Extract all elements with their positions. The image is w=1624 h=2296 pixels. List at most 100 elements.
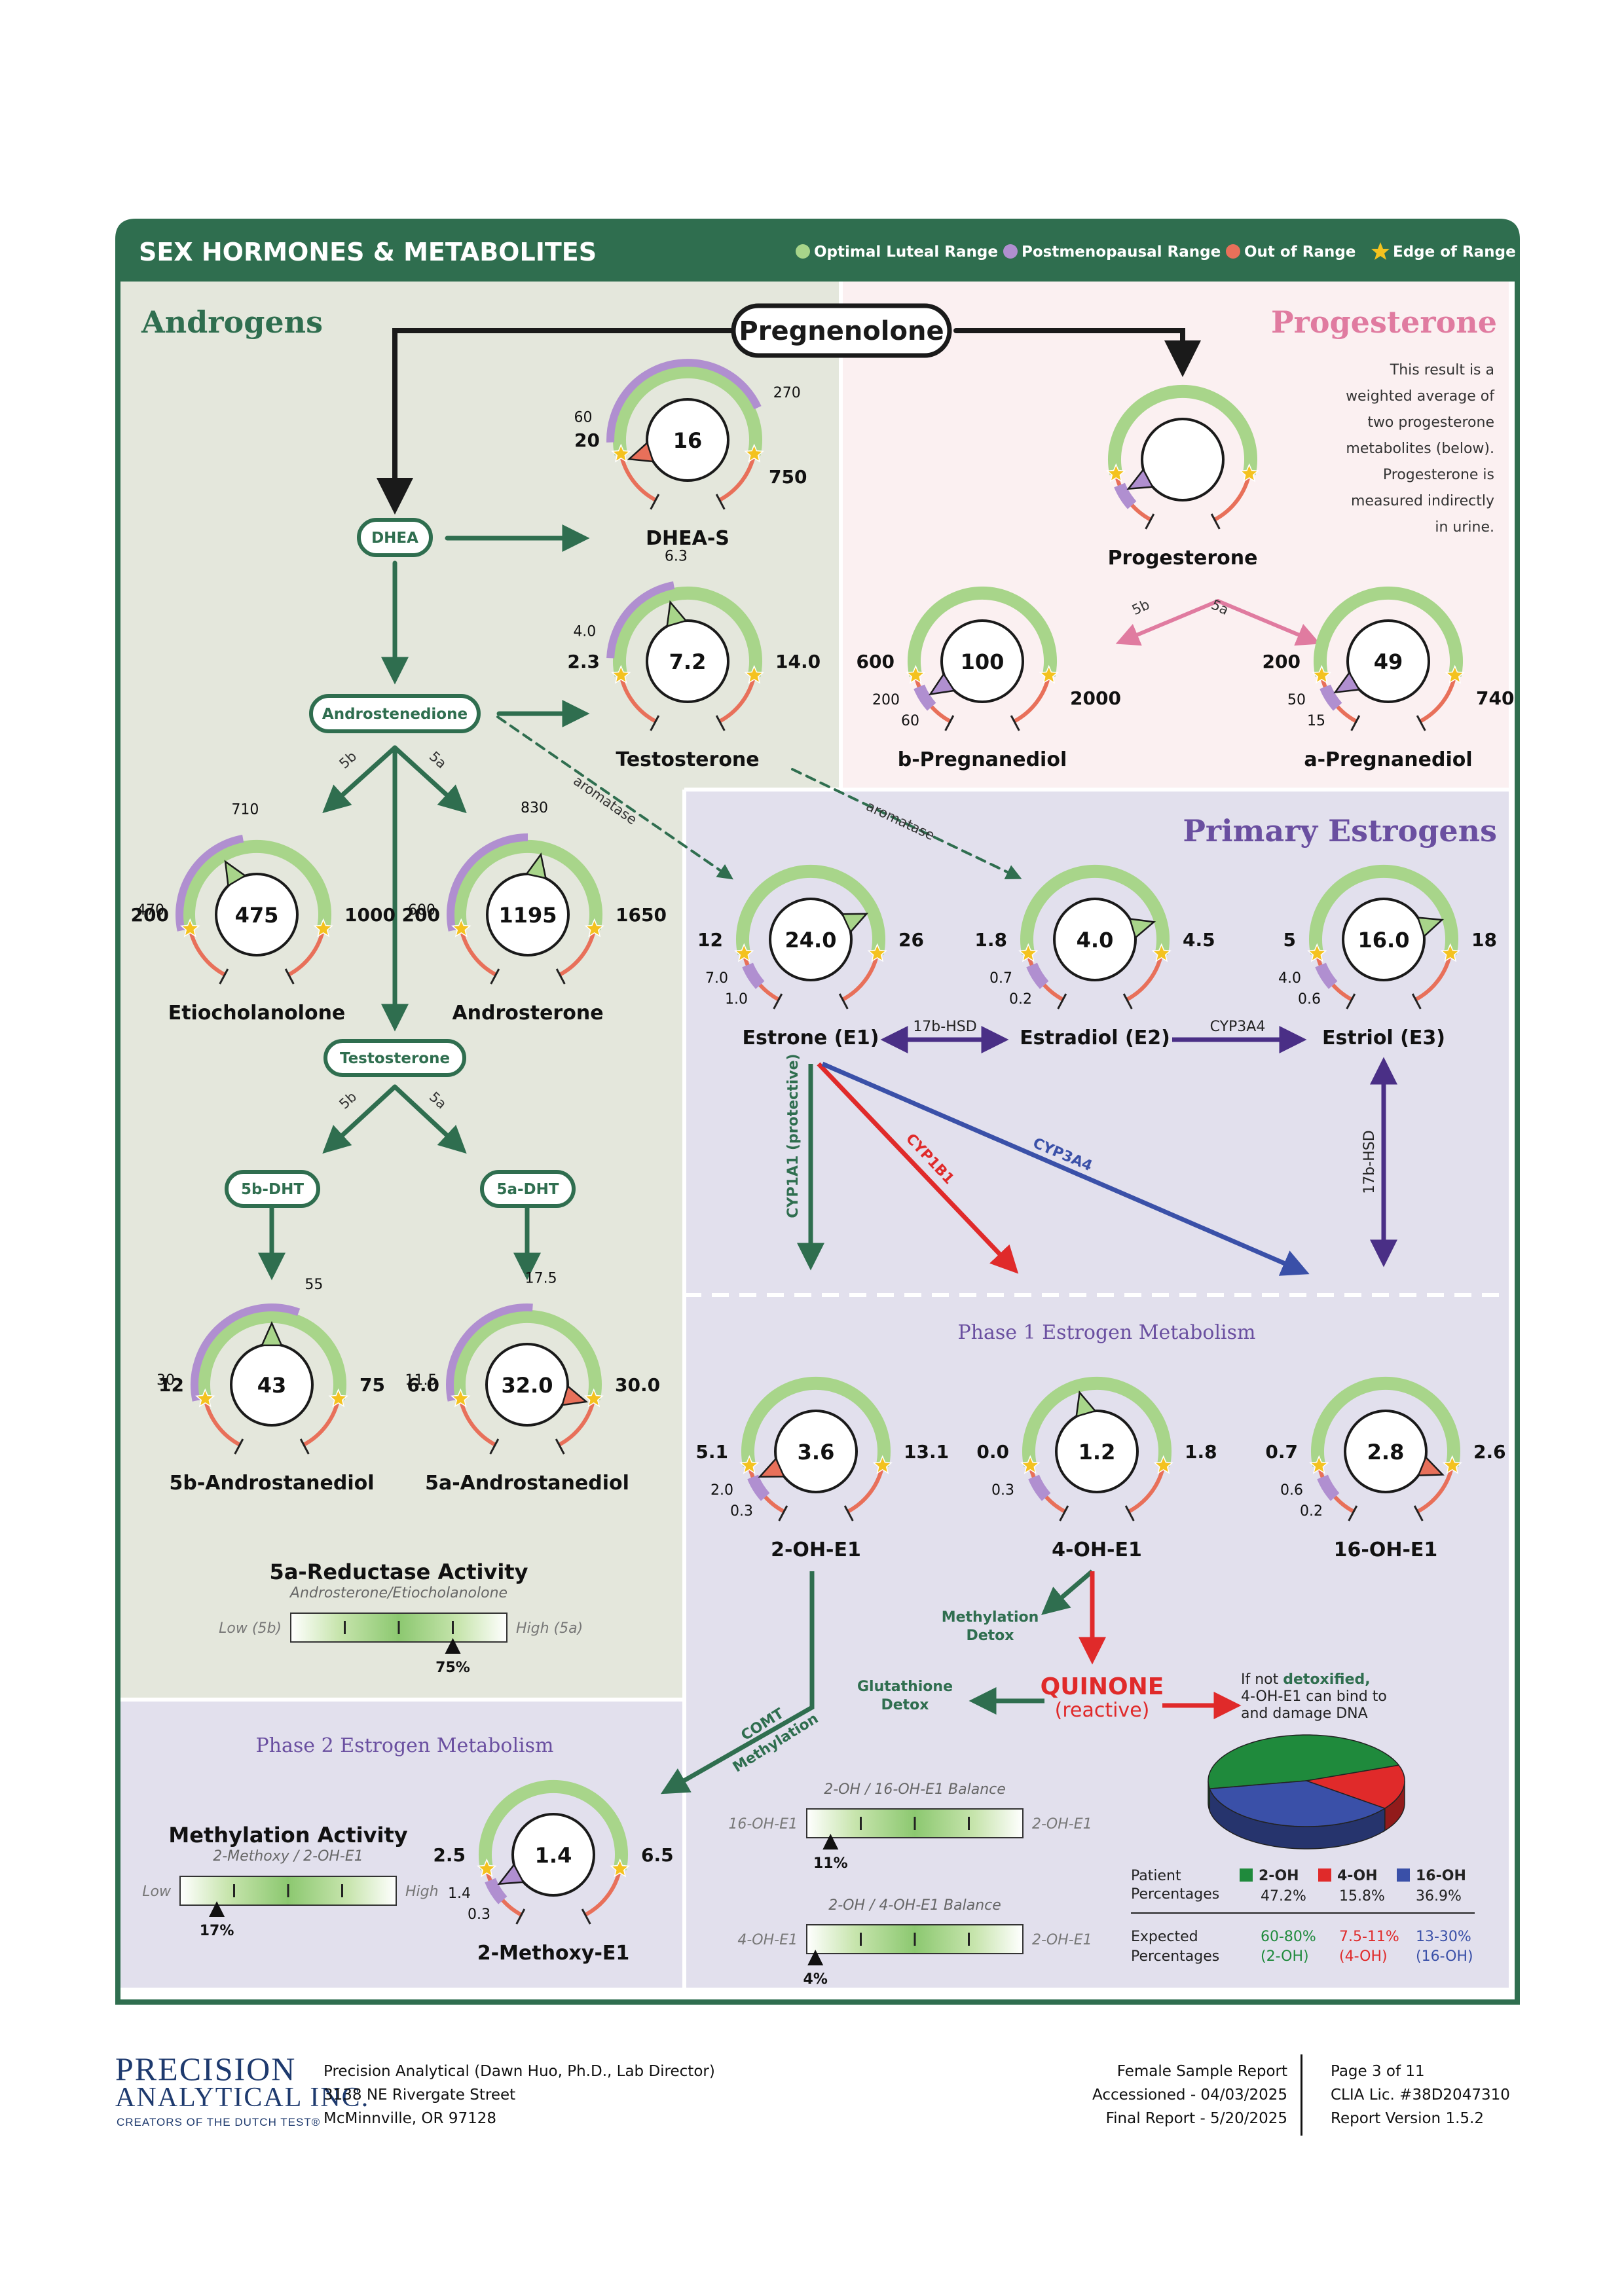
label-17b-hsd: 17b-HSD: [913, 1019, 976, 1035]
optimal-high-label: 6.5: [641, 1844, 674, 1866]
legend-out-of-range: Out of Range: [1244, 244, 1356, 261]
postmenopausal-high-label: 55: [304, 1277, 323, 1293]
gauge-value: 16: [673, 428, 703, 453]
optimal-high-label: 13.1: [904, 1441, 949, 1463]
header-bar: [118, 221, 1517, 282]
gauge-value: 16.0: [1358, 928, 1410, 953]
optimal-low-label: 12: [158, 1374, 184, 1396]
postmenopausal-range-dot: [1003, 244, 1018, 259]
value-circle: [485, 1343, 569, 1427]
optimal-high-label: 4.5: [1183, 929, 1215, 951]
edge-star-icon: [584, 918, 604, 938]
expected-16-oh-sub: (16-OH): [1416, 1948, 1473, 1965]
glutathione-detox-label: Detox: [881, 1697, 929, 1713]
out-of-range-arc: [1128, 1465, 1166, 1514]
optimal-range-arc: [1314, 586, 1463, 677]
value-marker: [627, 441, 655, 463]
edge-star-icon: [313, 918, 333, 938]
value-circle: [1346, 619, 1430, 703]
optimal-low-label: 200: [1263, 651, 1301, 672]
gauge-tick: [1348, 1505, 1358, 1522]
edge-star-icon: [734, 943, 754, 962]
value-circle: [1342, 898, 1426, 981]
out-of-range-dot: [1226, 244, 1240, 259]
gauge-tick: [1059, 1505, 1069, 1522]
value-marker: [1126, 468, 1154, 490]
postmenopausal-low-label: 60: [574, 409, 592, 426]
5a-dht-label: 5a-DHT: [496, 1181, 559, 1198]
quinone-note-text: and damage DNA: [1241, 1705, 1368, 1722]
postmenopausal-range-arc: [1026, 962, 1049, 989]
quinone-note-detoxified: detoxified,: [1283, 1671, 1370, 1688]
value-circle: [769, 898, 853, 981]
postmenopausal-high-label: 0.6: [1298, 991, 1321, 1008]
gauge-name: Estradiol (E2): [1020, 1027, 1170, 1049]
bar-percent: 17%: [200, 1923, 234, 1939]
gauge-tick: [1350, 715, 1361, 731]
edge-star-icon: [1440, 943, 1460, 962]
out-of-range-arc: [1213, 473, 1251, 522]
value-circle: [774, 1410, 858, 1493]
postmenopausal-low-label: 0.3: [991, 1482, 1014, 1499]
bar-title: 5a-Reductase Activity: [270, 1559, 528, 1584]
optimal-range-arc: [1311, 1376, 1460, 1467]
legend-edge-of-range: Edge of Range: [1393, 244, 1516, 261]
gauge-value: 3.6: [798, 1440, 835, 1465]
5b-dht-node: 5b-DHT: [225, 1170, 320, 1208]
value-circle: [1141, 418, 1225, 501]
gauge-name: 2-Methoxy-E1: [477, 1942, 630, 1965]
methylation-detox-label: Methylation: [942, 1609, 1039, 1626]
optimal-low-label: 0.0: [976, 1441, 1009, 1463]
quinone-sub-label: (reactive): [1055, 1699, 1150, 1722]
postmenopausal-range-arc: [191, 1303, 301, 1402]
quinone-label: QUINONE: [1041, 1673, 1164, 1700]
postmenopausal-high-label: 0.3: [730, 1503, 753, 1520]
optimal-low-label: 6.0: [407, 1374, 439, 1396]
gauge-tick: [1010, 715, 1020, 731]
postmenopausal-range-arc: [1320, 684, 1342, 711]
edge-star-icon: [1307, 943, 1327, 962]
edge-star-icon: [1445, 665, 1465, 684]
postmenopausal-low-label: 2.0: [710, 1482, 733, 1499]
gauge-value: 32.0: [502, 1373, 553, 1398]
gauge-tick: [581, 1908, 591, 1925]
gauge-name: Androsterone: [452, 1002, 603, 1025]
16-oh-swatch: [1397, 1868, 1410, 1882]
postmenopausal-range-arc: [485, 1878, 507, 1904]
bar-marker: [807, 1950, 824, 1965]
postmenopausal-low-label: 200: [872, 692, 900, 708]
star-icon: [1371, 242, 1390, 260]
androgens-title: Androgens: [141, 304, 323, 340]
optimal-low-label: 600: [857, 651, 895, 672]
expected-label: Percentages: [1131, 1948, 1219, 1965]
postmenopausal-range-arc: [606, 581, 675, 659]
value-circle: [511, 1813, 595, 1897]
4-oh-label: 4-OH: [1337, 1868, 1378, 1884]
out-of-range-arc: [1416, 1465, 1454, 1514]
value-marker: [929, 672, 956, 696]
bar-percent: 4%: [803, 1971, 828, 1988]
postmenopausal-range-arc: [447, 833, 528, 932]
label-cyp3a4: CYP3A4: [1210, 1019, 1266, 1035]
gauge-name: Testosterone: [616, 748, 759, 771]
progesterone-note-line: measured indirectly: [1351, 493, 1494, 509]
postmenopausal-range-arc: [446, 1303, 533, 1402]
postmenopausal-low-label: 0.7: [989, 970, 1012, 987]
progesterone-note: This result is a weighted average of two…: [1346, 362, 1495, 536]
gauge-name: Etiocholanolone: [168, 1002, 346, 1025]
bar-left-label: 4-OH-E1: [737, 1932, 798, 1948]
patient-4-oh: 15.8%: [1339, 1888, 1385, 1904]
bar-subtitle: 2-Methoxy / 2-OH-E1: [213, 1848, 363, 1865]
optimal-range-arc: [1020, 864, 1170, 955]
bar-subtitle: 2-OH / 16-OH-E1 Balance: [824, 1781, 1006, 1798]
gauge-value: 1.4: [535, 1843, 572, 1868]
bar-right-label: High: [405, 1884, 439, 1900]
value-marker: [758, 1457, 786, 1478]
value-marker: [1417, 1455, 1445, 1476]
postmenopausal-high-label: 1.0: [725, 991, 748, 1008]
gauge-value: 475: [235, 903, 279, 928]
